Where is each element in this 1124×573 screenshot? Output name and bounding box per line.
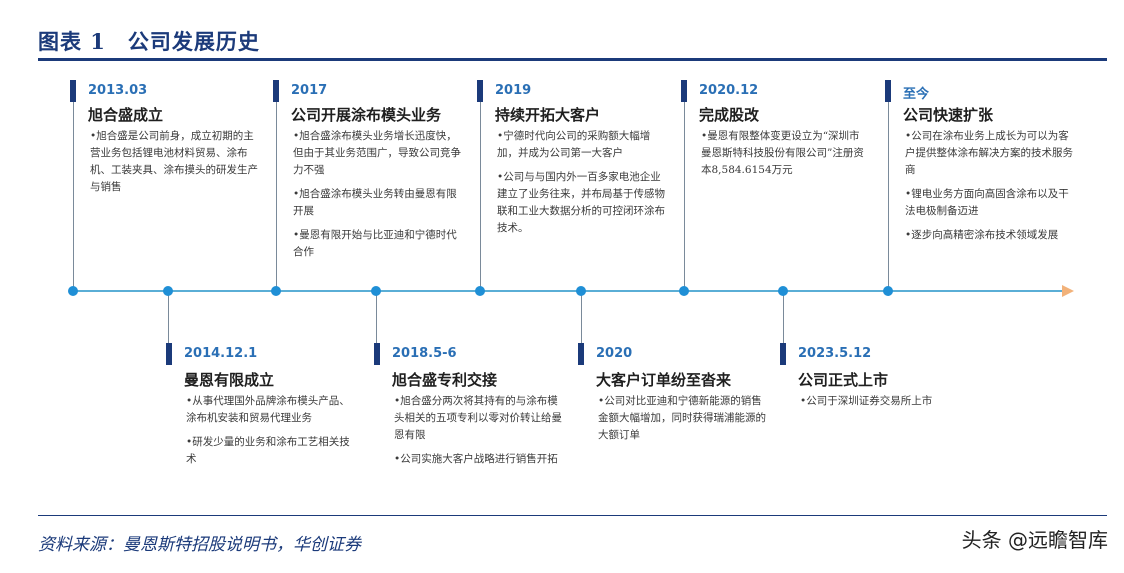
- footer-rule: [38, 515, 1107, 516]
- timeline-dot: [778, 286, 788, 296]
- timeline-arrowhead: [1062, 285, 1074, 297]
- event-bullets: •公司于深圳证券交易所上市: [800, 393, 968, 417]
- event-title: 公司开展涂布模头业务: [291, 106, 442, 124]
- event-bullets: •曼恩有限整体变更设立为“深圳市曼恩斯特科技股份有限公司”注册资本8,584.6…: [701, 128, 869, 186]
- event-bullet: •曼恩有限整体变更设立为“深圳市曼恩斯特科技股份有限公司”注册资本8,584.6…: [701, 130, 864, 176]
- event-marker: [273, 80, 279, 102]
- connector-2014: [168, 291, 169, 343]
- event-date: 至今: [903, 87, 930, 102]
- event-title: 持续开拓大客户: [495, 106, 601, 124]
- event-date: 2017: [291, 83, 328, 98]
- watermark: 头条 @远瞻智库: [961, 528, 1108, 552]
- event-marker: [681, 80, 687, 102]
- timeline-dot: [271, 286, 281, 296]
- event-bullets: •旭合盛分两次将其持有的与涂布模头相关的五项专利以零对价转让给曼恩有限 •公司实…: [394, 393, 562, 475]
- timeline-dot: [371, 286, 381, 296]
- event-marker: [885, 80, 891, 102]
- event-date: 2020: [596, 346, 633, 361]
- event-date: 2013.03: [88, 83, 148, 98]
- event-marker: [477, 80, 483, 102]
- event-date: 2020.12: [699, 83, 759, 98]
- connector-2020: [581, 291, 582, 343]
- event-marker: [166, 343, 172, 365]
- event-title: 完成股改: [699, 106, 760, 124]
- event-bullet: •公司在涂布业务上成长为可以为客户提供整体涂布解决方案的技术服务商: [905, 130, 1073, 176]
- event-title: 大客户订单纷至沓来: [596, 371, 732, 389]
- event-bullet: •研发少量的业务和涂布工艺相关技术: [186, 436, 350, 465]
- event-title: 旭合盛专利交接: [392, 371, 498, 389]
- event-marker: [70, 80, 76, 102]
- timeline-dot: [883, 286, 893, 296]
- event-bullets: •公司在涂布业务上成长为可以为客户提供整体涂布解决方案的技术服务商 •锂电业务方…: [905, 128, 1073, 251]
- timeline-dot: [576, 286, 586, 296]
- event-bullet: •公司对比亚迪和宁德新能源的销售金额大幅增加，同时获得瑞浦能源的大额订单: [598, 395, 766, 441]
- source-note: 资料来源：曼恩斯特招股说明书，华创证券: [38, 535, 361, 555]
- connector-now: [888, 80, 889, 290]
- event-title: 曼恩有限成立: [184, 371, 275, 389]
- event-bullets: •从事代理国外品牌涂布模头产品、涂布机安装和贸易代理业务 •研发少量的业务和涂布…: [186, 393, 354, 475]
- figure-title: 图表 1 公司发展历史: [38, 29, 260, 54]
- event-marker: [374, 343, 380, 365]
- event-bullet: •旭合盛涂布模头业务转由曼恩有限开展: [293, 188, 457, 217]
- connector-2018: [376, 291, 377, 343]
- timeline-axis: [72, 290, 1065, 292]
- timeline-dot: [163, 286, 173, 296]
- connector-2019: [480, 80, 481, 290]
- event-title: 旭合盛成立: [88, 106, 164, 124]
- event-date: 2014.12.1: [184, 346, 258, 361]
- event-bullet: •从事代理国外品牌涂布模头产品、涂布机安装和贸易代理业务: [186, 395, 350, 424]
- connector-2020-12: [684, 80, 685, 290]
- event-title: 公司快速扩张: [903, 106, 994, 124]
- event-bullet: •公司实施大客户战略进行销售开拓: [394, 453, 558, 465]
- event-date: 2018.5-6: [392, 346, 457, 361]
- connector-2013: [73, 80, 74, 290]
- event-bullet: •旭合盛涂布模头业务增长迅度快，但由于其业务范围广，导致公司竞争力不强: [293, 130, 461, 176]
- event-bullets: •公司对比亚迪和宁德新能源的销售金额大幅增加，同时获得瑞浦能源的大额订单: [598, 393, 766, 451]
- title-rule: [38, 58, 1107, 61]
- event-bullet: •旭合盛是公司前身，成立初期的主营业务包括锂电池材料贸易、涂布机、工装夹具、涂布…: [90, 130, 258, 193]
- timeline-dot: [68, 286, 78, 296]
- timeline-dot: [475, 286, 485, 296]
- event-bullets: •旭合盛涂布模头业务增长迅度快，但由于其业务范围广，导致公司竞争力不强 •旭合盛…: [293, 128, 461, 268]
- event-bullet: •曼恩有限开始与比亚迪和宁德时代合作: [293, 229, 457, 258]
- event-bullets: •旭合盛是公司前身，成立初期的主营业务包括锂电池材料贸易、涂布机、工装夹具、涂布…: [90, 128, 258, 203]
- timeline-dot: [679, 286, 689, 296]
- event-bullets: •宁德时代向公司的采购额大幅增加，并成为公司第一大客户 •公司与与国内外一百多家…: [497, 128, 665, 244]
- event-bullet: •锂电业务方面向高固含涂布以及干法电极制备迈进: [905, 188, 1069, 217]
- event-bullet: •公司与与国内外一百多家电池企业建立了业务往来，并布局基于传感物联和工业大数据分…: [497, 171, 665, 234]
- connector-2017: [276, 80, 277, 290]
- event-date: 2019: [495, 83, 532, 98]
- event-bullet: •旭合盛分两次将其持有的与涂布模头相关的五项专利以零对价转让给曼恩有限: [394, 395, 562, 441]
- event-marker: [578, 343, 584, 365]
- event-bullet: •公司于深圳证券交易所上市: [800, 395, 933, 407]
- event-title: 公司正式上市: [798, 371, 889, 389]
- event-marker: [780, 343, 786, 365]
- event-date: 2023.5.12: [798, 346, 872, 361]
- connector-2023: [783, 291, 784, 343]
- event-bullet: •逐步向高精密涂布技术领域发展: [905, 229, 1059, 241]
- event-bullet: •宁德时代向公司的采购额大幅增加，并成为公司第一大客户: [497, 130, 651, 159]
